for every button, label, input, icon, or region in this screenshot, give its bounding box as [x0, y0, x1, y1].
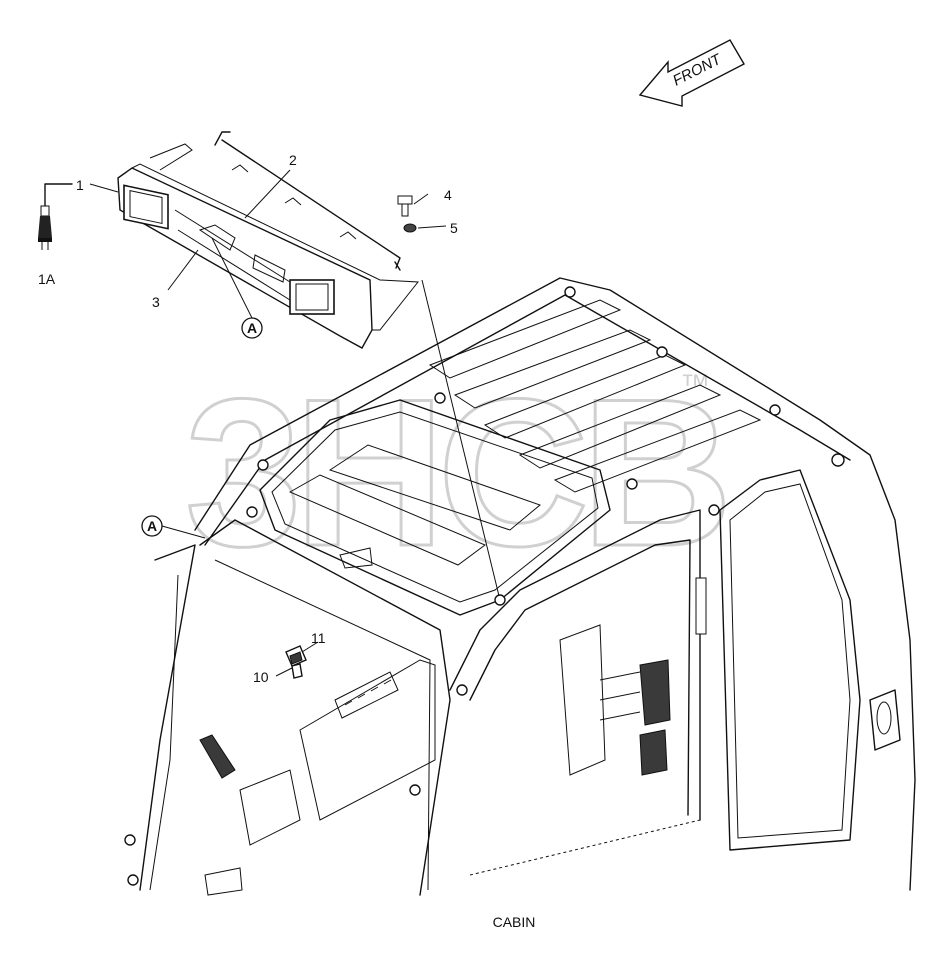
- detail-a-cab-label: A: [147, 518, 157, 534]
- bulb-icon: [38, 183, 73, 250]
- callout-3: 3: [152, 294, 160, 310]
- diagram-caption: CABIN: [493, 914, 536, 930]
- nut-icon: [403, 223, 417, 233]
- watermark-text: 3HCB: [185, 355, 725, 590]
- callout-11: 11: [311, 630, 326, 646]
- cabin-body: [124, 277, 916, 896]
- callout-labels: 1 1A 2 3 4 5 10 11 A A: [38, 152, 458, 685]
- bolt-icon: [397, 195, 413, 217]
- work-light-bar: [117, 143, 419, 349]
- detail-marker-a-cab: A: [141, 515, 163, 537]
- callout-1a: 1A: [38, 271, 56, 287]
- callout-2: 2: [289, 152, 297, 168]
- watermark-tm: ™: [680, 369, 710, 402]
- callout-4: 4: [444, 187, 452, 203]
- detail-marker-a-top: A: [241, 317, 263, 339]
- front-arrow-icon: FRONT: [638, 39, 745, 107]
- bolt-leader: [421, 279, 501, 601]
- watermark: 3HCB ™: [184, 354, 735, 592]
- callout-5: 5: [450, 220, 458, 236]
- leader-lines: [89, 169, 447, 677]
- detail-a-top-label: A: [247, 320, 257, 336]
- callout-10: 10: [253, 669, 269, 685]
- callout-1: 1: [76, 177, 84, 193]
